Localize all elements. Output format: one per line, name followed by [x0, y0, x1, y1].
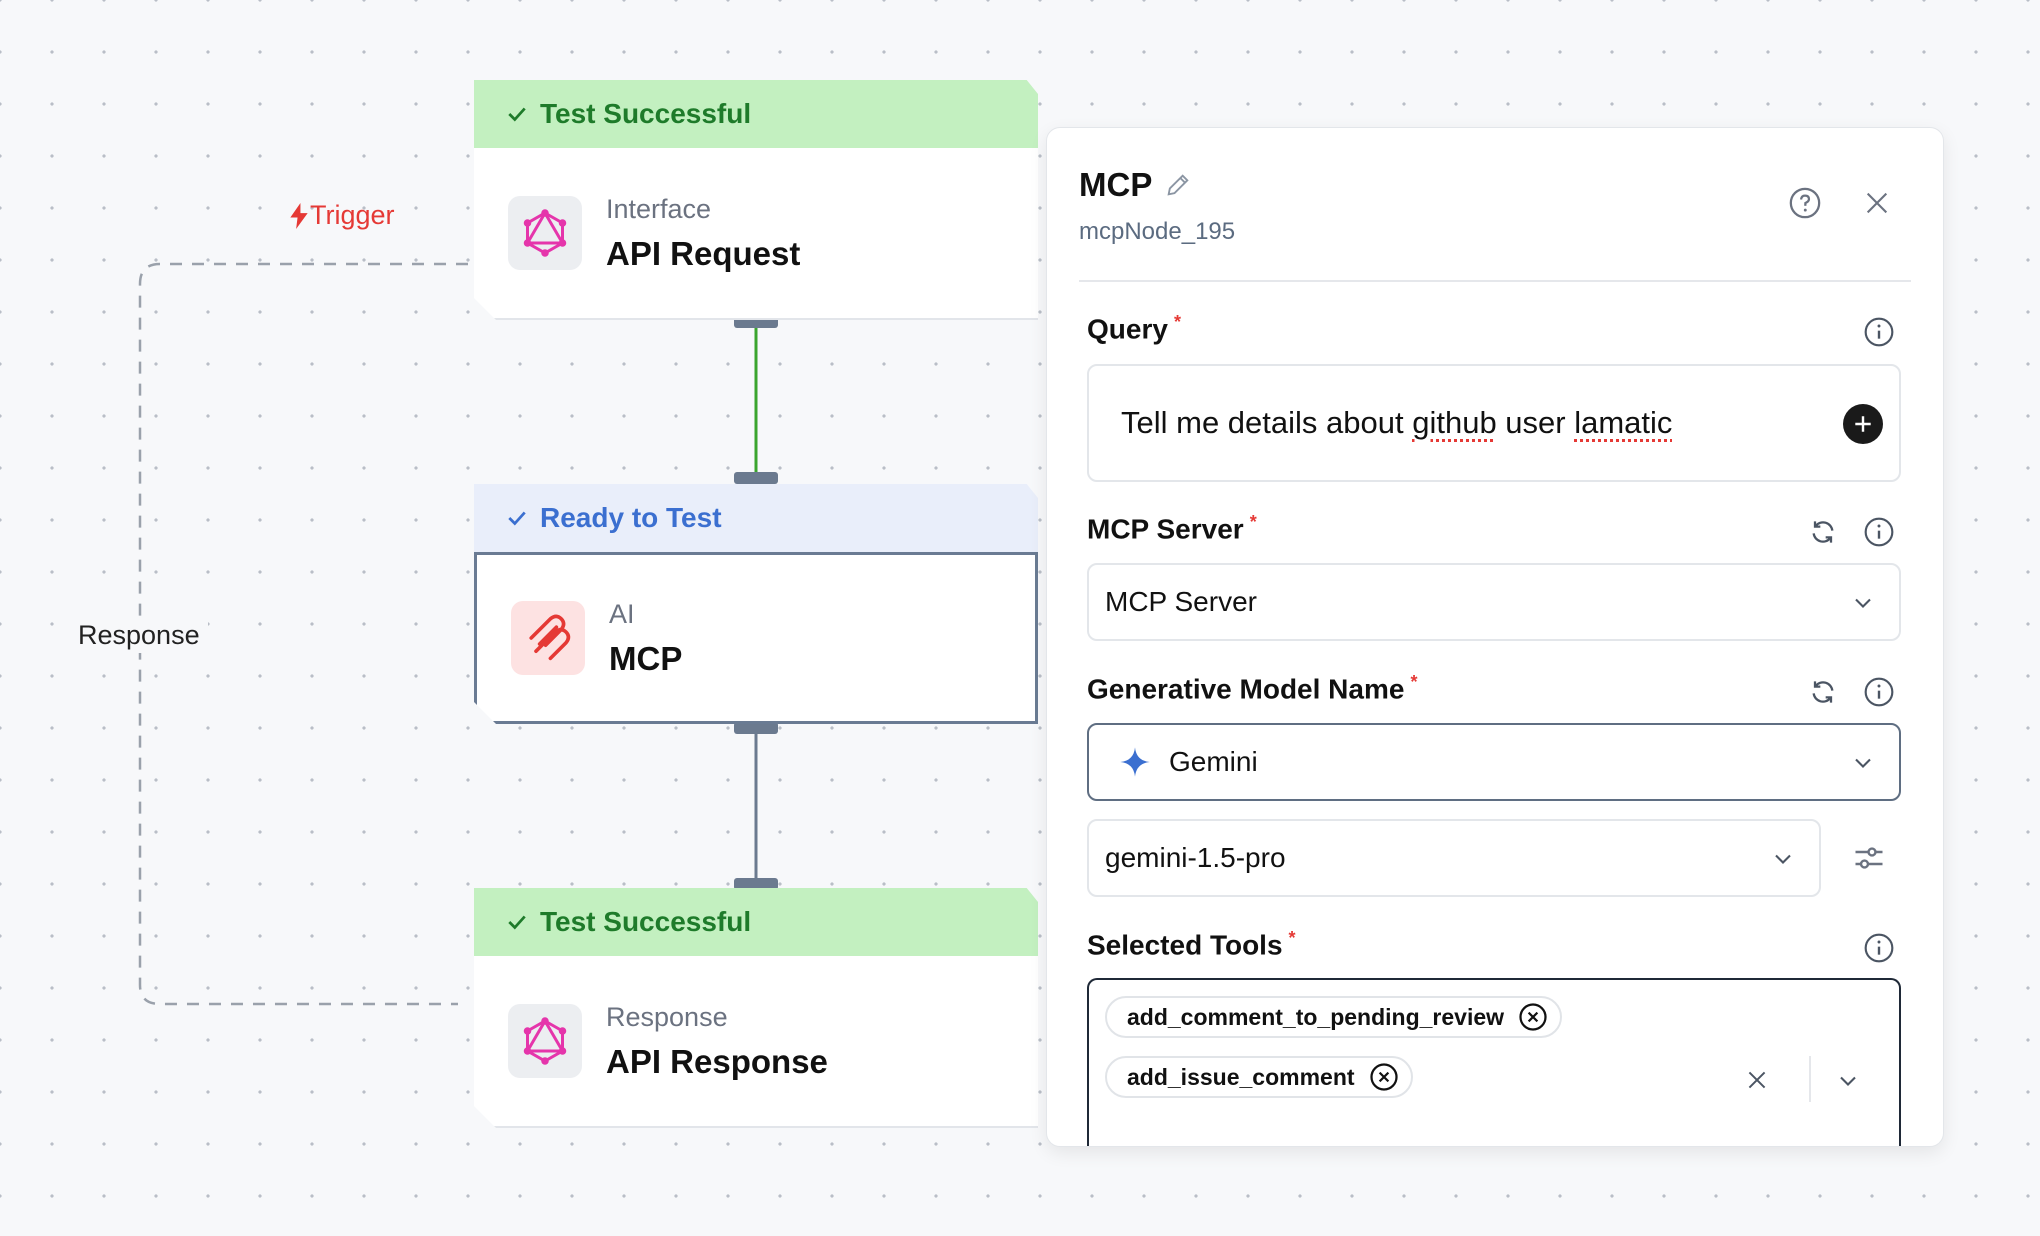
- chevron-down-icon: [1840, 1076, 1856, 1086]
- divider: [1809, 1056, 1811, 1102]
- insert-variable-button[interactable]: [1843, 404, 1883, 444]
- mcp-server-value: MCP Server: [1105, 586, 1257, 617]
- info-icon: [1864, 933, 1894, 963]
- node-status-text: Ready to Test: [540, 502, 722, 533]
- handle-mcp-top[interactable]: [734, 472, 778, 484]
- chevron-down-icon: [1855, 758, 1871, 768]
- circle-x-icon: [1369, 1063, 1398, 1091]
- refresh-icon: [1812, 521, 1834, 543]
- node-mcp[interactable]: Ready to Test AI MCP: [474, 484, 1038, 724]
- check-icon: [508, 107, 526, 122]
- graphql-icon: [508, 196, 582, 270]
- panel-header: MCP mcpNode_195: [1079, 128, 1911, 282]
- handle-mcp-bottom[interactable]: [734, 722, 778, 734]
- model-name-select[interactable]: gemini-1.5-pro: [1087, 819, 1821, 897]
- query-value: Tell me details about github user lamati…: [1121, 405, 1673, 440]
- node-name: MCP: [609, 639, 683, 677]
- node-status-text: Test Successful: [540, 98, 752, 129]
- mcp-server-info-button[interactable]: [1861, 514, 1897, 550]
- query-label-text: Query: [1087, 313, 1168, 345]
- mcp-icon: [511, 601, 585, 675]
- query-info-button[interactable]: [1861, 314, 1897, 350]
- circle-x-icon: [1519, 1003, 1547, 1031]
- handle-response-top[interactable]: [734, 878, 778, 890]
- panel-title: MCP: [1079, 166, 1192, 204]
- refresh-icon: [1812, 681, 1834, 703]
- mcp-server-label-text: MCP Server: [1087, 513, 1244, 545]
- node-config-panel: MCP mcpNode_195 Query*: [1046, 127, 1944, 1147]
- node-status-badge: Test Successful: [474, 888, 1038, 956]
- selected-tools-label-text: Selected Tools: [1087, 929, 1283, 961]
- close-icon: [1866, 192, 1888, 214]
- check-icon: [508, 511, 526, 526]
- mcp-server-refresh-button[interactable]: [1805, 514, 1841, 550]
- info-icon: [1864, 517, 1894, 547]
- selected-tools-multiselect[interactable]: add_comment_to_pending_review add_issue_…: [1087, 978, 1901, 1146]
- node-type: AI: [609, 598, 635, 629]
- selected-tools-label: Selected Tools*: [1087, 928, 1296, 961]
- model-provider-select[interactable]: Gemini: [1087, 723, 1901, 801]
- trigger-label: Trigger: [290, 200, 395, 231]
- remove-tool-button[interactable]: [1369, 1062, 1399, 1092]
- close-icon: [1748, 1071, 1766, 1089]
- required-mark: *: [1173, 312, 1181, 332]
- node-api-request[interactable]: Test Successful Interface API Request: [474, 80, 1038, 320]
- required-mark: *: [1410, 672, 1418, 692]
- node-card[interactable]: Response API Response: [474, 956, 1038, 1128]
- help-icon: [1789, 187, 1821, 219]
- chevron-down-icon: [1855, 598, 1871, 608]
- node-id: mcpNode_195: [1079, 218, 1236, 245]
- node-status-badge: Ready to Test: [474, 484, 1038, 552]
- model-refresh-button[interactable]: [1805, 674, 1841, 710]
- panel-title-text: MCP: [1079, 166, 1153, 203]
- mcp-server-select[interactable]: MCP Server: [1087, 563, 1901, 641]
- node-status-text: Test Successful: [540, 906, 752, 937]
- misspelled-word: lamatic: [1574, 405, 1673, 440]
- plus-icon: [1855, 416, 1871, 432]
- selected-tools-info-button[interactable]: [1861, 930, 1897, 966]
- required-mark: *: [1288, 928, 1296, 948]
- pencil-icon[interactable]: [1164, 171, 1192, 199]
- model-name-value: gemini-1.5-pro: [1105, 842, 1286, 873]
- remove-tool-button[interactable]: [1518, 1002, 1548, 1032]
- query-input[interactable]: Tell me details about github user lamati…: [1087, 364, 1901, 482]
- node-type: Response: [606, 1001, 728, 1032]
- node-api-response[interactable]: Test Successful Response API Response: [474, 888, 1038, 1128]
- node-name: API Response: [606, 1042, 828, 1080]
- query-label: Query*: [1087, 312, 1181, 345]
- model-provider-value: Gemini: [1169, 746, 1258, 777]
- tool-chip-label: add_issue_comment: [1127, 1063, 1355, 1090]
- close-button[interactable]: [1857, 183, 1897, 223]
- tool-chip-label: add_comment_to_pending_review: [1127, 1003, 1505, 1030]
- check-icon: [508, 915, 526, 930]
- response-edge-label: Response: [70, 618, 208, 653]
- info-icon: [1864, 317, 1894, 347]
- help-button[interactable]: [1785, 183, 1825, 223]
- node-card[interactable]: Interface API Request: [474, 148, 1038, 320]
- chevron-down-icon: [1775, 854, 1791, 864]
- gemini-sparkle-icon: [1120, 747, 1150, 777]
- tools-dropdown-toggle[interactable]: [1831, 1064, 1865, 1098]
- clear-tools-button[interactable]: [1739, 1062, 1775, 1098]
- node-name: API Request: [606, 234, 801, 272]
- model-settings-button[interactable]: [1851, 840, 1887, 876]
- generative-model-label-text: Generative Model Name: [1087, 673, 1405, 705]
- mcp-server-label: MCP Server*: [1087, 512, 1257, 545]
- lightning-icon: [290, 202, 308, 229]
- tool-chip: add_comment_to_pending_review: [1105, 996, 1563, 1038]
- trigger-label-text: Trigger: [310, 200, 395, 230]
- info-icon: [1864, 677, 1894, 707]
- node-card[interactable]: AI MCP: [474, 552, 1038, 724]
- misspelled-word: github: [1412, 405, 1497, 440]
- sliders-icon: [1855, 847, 1883, 869]
- generative-model-label: Generative Model Name*: [1087, 672, 1417, 705]
- model-info-button[interactable]: [1861, 674, 1897, 710]
- required-mark: *: [1249, 512, 1257, 532]
- node-type: Interface: [606, 193, 712, 224]
- graphql-icon: [508, 1004, 582, 1078]
- tool-chip: add_issue_comment: [1105, 1056, 1413, 1098]
- node-status-badge: Test Successful: [474, 80, 1038, 148]
